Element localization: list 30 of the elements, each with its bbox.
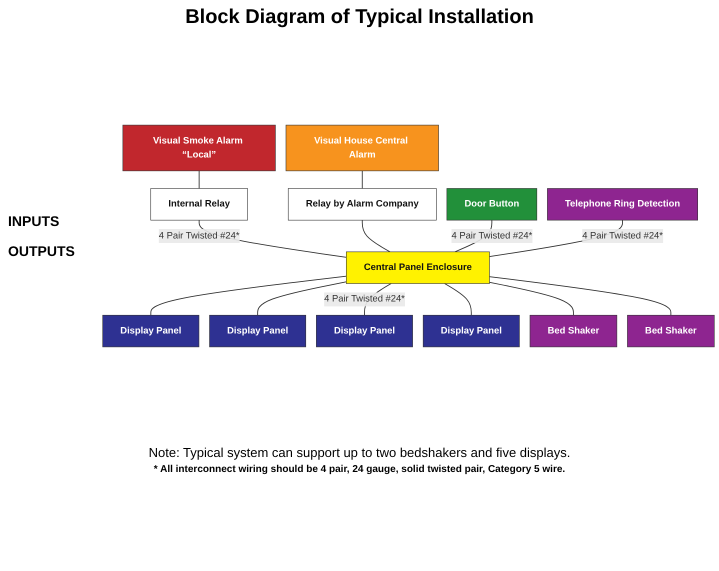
footnote-text: * All interconnect wiring should be 4 pair, 24 gauge, solid twisted pair, Category 5 wire. [152, 464, 566, 475]
section-label: OUTPUTS [8, 243, 76, 259]
connector [444, 283, 472, 316]
node-box: Door Button [446, 188, 538, 220]
edge-label: 4 Pair Twisted #24* [324, 294, 405, 304]
edge-label: 4 Pair Twisted #24* [451, 230, 532, 241]
edge-label: 4 Pair Twisted #24* [158, 230, 240, 241]
connector [257, 281, 347, 316]
node-box: Relay by Alarm Company [288, 188, 437, 220]
connector [362, 170, 363, 189]
node-box: Display Panel [102, 314, 200, 348]
edge-label: 4 Pair Twisted #24* [582, 230, 663, 241]
section-label: INPUTS [8, 213, 60, 229]
node-box: Display Panel [316, 314, 413, 348]
node-box: Bed Shaker [530, 314, 618, 348]
node-box: Internal Relay [150, 188, 248, 220]
node-box: Display Panel [422, 314, 520, 348]
node-box: Display Panel [209, 314, 306, 348]
node-box: Central Panel Enclosure [346, 252, 490, 284]
node-box: Visual Smoke Alarm “Local” [122, 124, 276, 172]
connector [198, 170, 200, 189]
connector [150, 276, 347, 316]
node-box: Telephone Ring Detection [547, 188, 698, 220]
connector [362, 220, 391, 252]
note-text: Note: Typical system can support up to two bedshakers and five displays. [148, 445, 572, 460]
node-box: Bed Shaker [627, 314, 715, 348]
connector [489, 282, 574, 316]
diagram-title: Block Diagram of Typical Installation [184, 6, 535, 29]
node-box: Visual House Central Alarm [286, 124, 439, 172]
connector [489, 276, 672, 316]
